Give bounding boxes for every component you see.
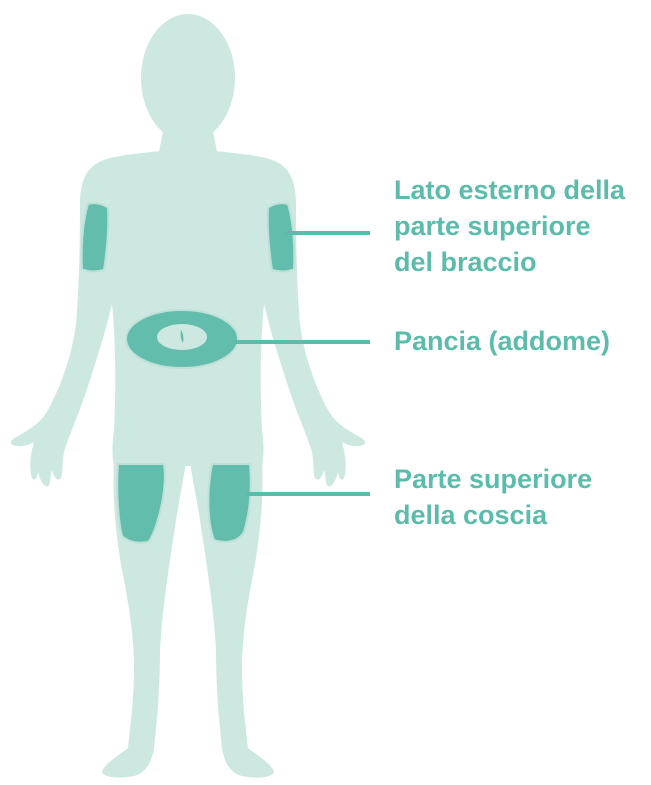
site-right-upper-arm (268, 203, 295, 271)
head (141, 14, 235, 142)
site-left-upper-arm (82, 203, 109, 271)
label-abdomen-line: Pancia (addome) (394, 323, 610, 359)
label-upper-arm-line: Lato esterno della (394, 172, 625, 208)
label-upper-arm: Lato esterno della parte superiore del b… (394, 172, 625, 280)
label-abdomen: Pancia (addome) (394, 323, 610, 359)
label-upper-arm-line: del braccio (394, 244, 625, 280)
label-upper-arm-line: parte superiore (394, 208, 625, 244)
label-thigh: Parte superiore della coscia (394, 461, 592, 533)
site-right-thigh (208, 464, 250, 542)
label-thigh-line: della coscia (394, 497, 592, 533)
label-thigh-line: Parte superiore (394, 461, 592, 497)
body-silhouette (11, 14, 365, 778)
